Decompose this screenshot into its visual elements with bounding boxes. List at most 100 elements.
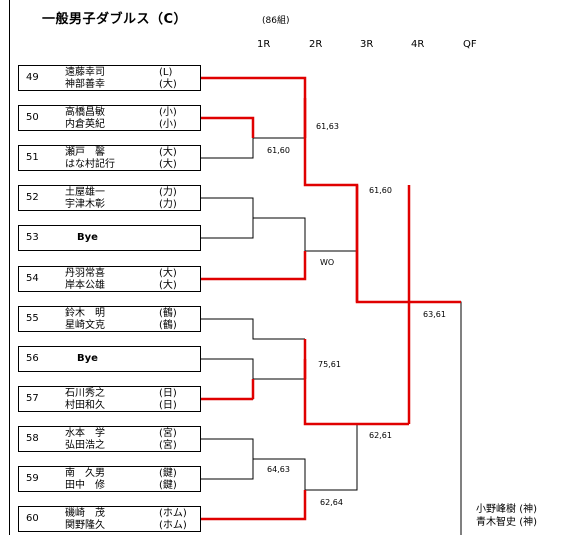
player-name: 弘田浩之 [65,440,105,451]
qf-winner-line: 小野峰樹 (神) [476,504,537,516]
player-affiliation: (力) [159,187,177,198]
bye-label: Bye [77,232,98,243]
match-score: 61,60 [369,186,392,195]
entry-number: 51 [26,152,39,163]
player-name: はな村記行 [65,159,115,170]
player-affiliation: (鍵) [159,468,177,479]
round-label-2r: 2R [309,39,323,50]
winner-line [201,251,307,281]
bracket-line [409,301,462,535]
entry-number: 53 [26,232,39,243]
bracket-line [201,318,305,340]
player-affiliation: (大) [159,147,177,158]
player-affiliation: (宮) [159,440,177,451]
bracket-line [253,217,306,251]
left-border-line [9,0,10,535]
entry-box: 55 鈴木 明 (鶴) 星崎文克 (鶴) [18,306,201,332]
player-affiliation: (大) [159,159,177,170]
player-affiliation: (力) [159,199,177,210]
player-affiliation: (鶴) [159,320,177,331]
player-name: 瀬戸 馨 [65,147,105,158]
entry-box: 58 水本 学 (宮) 弘田浩之 (宮) [18,426,201,452]
player-name: 土屋雄一 [65,187,105,198]
player-affiliation: (宮) [159,428,177,439]
match-score: 61,60 [267,146,290,155]
player-name: 鈴木 明 [65,308,105,319]
player-affiliation: (鶴) [159,308,177,319]
entry-number: 49 [26,72,39,83]
winner-line [201,116,255,138]
player-name: 遠藤幸司 [65,67,105,78]
player-affiliation: (日) [159,388,177,399]
bracket-line [305,185,358,252]
player-name: 水本 学 [65,428,105,439]
player-name: 宇津木彰 [65,199,105,210]
round-label-qf: QF [463,39,477,50]
player-affiliation: (神) [519,504,537,515]
entry-number: 60 [26,513,39,524]
bye-label: Bye [77,353,98,364]
winner-line [407,300,461,424]
bracket-line [253,458,306,490]
bracket-line [201,358,254,400]
entry-number: 56 [26,353,39,364]
entry-number: 55 [26,313,39,324]
bracket-line [201,197,254,239]
player-affiliation: (小) [159,107,177,118]
bracket-line [201,117,254,159]
player-name: 田中 修 [65,480,105,491]
player-name: 青木智史 [476,517,516,528]
entry-box: 49 遠藤幸司 (L) 神部善幸 (大) [18,65,201,91]
match-score: 75,61 [318,360,341,369]
match-score: 61,63 [316,122,339,131]
player-name: 内倉英紀 [65,119,105,130]
winner-line [355,185,411,304]
round-label-1r: 1R [257,39,271,50]
match-score: WO [320,258,335,267]
player-name: 村田和久 [65,400,105,411]
player-affiliation: (日) [159,400,177,411]
match-score: 62,64 [320,498,343,507]
player-affiliation: (大) [159,280,177,291]
qf-winner-line: 青木智史 (神) [476,517,537,529]
player-affiliation: (大) [159,268,177,279]
player-affiliation: (ホム) [159,508,187,519]
entry-number: 50 [26,112,39,123]
bracket-line [305,424,358,491]
player-name: 神部善幸 [65,79,105,90]
entry-box: 52 土屋雄一 (力) 宇津木彰 (力) [18,185,201,211]
round-label-4r: 4R [411,39,425,50]
entry-number: 52 [26,192,39,203]
entry-box: 57 石川秀之 (日) 村田和久 (日) [18,386,201,412]
player-affiliation: (大) [159,79,177,90]
round-label-3r: 3R [360,39,374,50]
entry-number: 59 [26,473,39,484]
player-affiliation: (神) [519,517,537,528]
match-score: 62,61 [369,431,392,440]
match-score: 64,63 [267,465,290,474]
player-affiliation: (小) [159,119,177,130]
entry-box: 60 磯崎 茂 (ホム) 関野隆久 (ホム) [18,506,201,532]
player-name: 高橋昌敏 [65,107,105,118]
player-name: 南 久男 [65,468,105,479]
entry-box: 50 高橋昌敏 (小) 内倉英紀 (小) [18,105,201,131]
entry-box: 59 南 久男 (鍵) 田中 修 (鍵) [18,466,201,492]
match-score: 63,61 [423,310,446,319]
player-affiliation: (ホム) [159,520,187,531]
player-affiliation: (鍵) [159,480,177,491]
player-name: 丹羽常喜 [65,268,105,279]
entry-box: 51 瀬戸 馨 (大) はな村記行 (大) [18,145,201,171]
player-name: 小野峰樹 [476,504,516,515]
bracket-line [201,438,254,480]
entry-number: 54 [26,273,39,284]
winner-line [201,490,307,521]
page-title: 一般男子ダブルス（C） [42,12,188,27]
player-name: 関野隆久 [65,520,105,531]
winner-line [303,359,357,426]
player-affiliation: (L) [159,67,173,78]
entry-box: 54 丹羽常喜 (大) 岸本公雄 (大) [18,266,201,292]
player-name: 岸本公雄 [65,280,105,291]
group-count: (86組) [262,16,290,26]
